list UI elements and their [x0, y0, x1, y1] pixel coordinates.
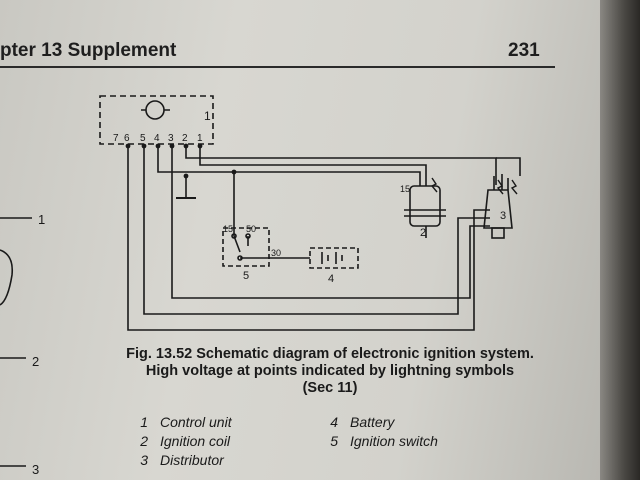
switch-terminal-50: 50 [246, 224, 256, 234]
legend-num: 5 [330, 433, 338, 449]
terminal-dot [197, 143, 203, 149]
wire-t6-distributor [127, 146, 490, 331]
lightning-icon [496, 179, 504, 195]
switch-terminal-15: 15 [223, 224, 233, 234]
terminal-dot [141, 143, 147, 149]
terminal-dot [155, 143, 161, 149]
legend-left: 1 Control unit 2 Ignition coil 3 Distributo… [118, 414, 232, 471]
legend-text: Distributor [160, 452, 224, 468]
terminal-dot [169, 143, 175, 149]
legend-right: 4 Battery 5 Ignition switch [308, 414, 438, 452]
distributor-label: 3 [500, 210, 506, 222]
book-edge [600, 0, 640, 480]
chapter-header: pter 13 Supplement [0, 40, 177, 61]
legend-item: 2 Ignition coil [118, 433, 232, 452]
caption-line-3: (Sec 11) [302, 380, 358, 396]
switch-terminal-30: 30 [271, 248, 281, 258]
left-partial-shape [0, 249, 14, 306]
legend-text: Battery [350, 414, 395, 430]
terminal-label-1: 1 [197, 133, 203, 144]
terminal-label-6: 6 [124, 133, 130, 144]
legend-num: 1 [140, 414, 148, 430]
coil-terminal-label: 15 [400, 184, 410, 194]
legend-text: Ignition coil [160, 433, 231, 449]
ignition-coil-bracket [404, 209, 446, 217]
legend-item: 3 Distributor [118, 452, 232, 471]
control-unit-label: 1 [204, 109, 211, 123]
wire-t3-distributor [171, 184, 490, 299]
lightning-icon [510, 179, 518, 195]
distributor-body [483, 189, 513, 229]
wire-t5-distributor [143, 146, 490, 315]
wire-t1-coil [199, 146, 427, 186]
caption-line-1: Fig. 13.52 Schematic diagram of electron… [126, 346, 534, 362]
ignition-schematic: 1 7 6 5 4 3 2 1 2 15 3 15 50 30 5 4 [0, 0, 600, 480]
terminal-label-5: 5 [140, 133, 146, 144]
wire-t4-coil15 [157, 146, 421, 186]
book-page [0, 0, 600, 480]
left-callout-3: 3 [32, 462, 40, 477]
terminal-dot [183, 143, 189, 149]
left-callout-2: 2 [32, 354, 40, 369]
ignition-switch-box [222, 227, 270, 267]
legend-item: 5 Ignition switch [308, 433, 438, 452]
terminal-dot [125, 143, 131, 149]
legend-text: Ignition switch [350, 433, 438, 449]
junction-dot [183, 173, 189, 179]
ignition-switch-contacts [233, 235, 249, 253]
battery-box [309, 247, 359, 269]
legend-num: 2 [140, 433, 148, 449]
switch-label: 5 [243, 270, 249, 282]
ignition-coil-body [409, 185, 441, 227]
legend-item: 1 Control unit [118, 414, 232, 433]
legend-text: Control unit [160, 414, 232, 430]
switch-contact-50 [245, 233, 251, 239]
lightning-icon [430, 177, 438, 193]
page-number: 231 [508, 40, 540, 61]
switch-contact-15 [231, 233, 237, 239]
legend-num: 3 [140, 452, 148, 468]
wire-t2-distributor [185, 146, 497, 185]
junction-dot [231, 169, 237, 175]
control-unit-symbol [145, 100, 165, 120]
legend-item: 4 Battery [308, 414, 438, 433]
battery-label: 4 [328, 273, 334, 285]
distributor-leads [493, 174, 509, 190]
terminal-label-2: 2 [182, 133, 188, 144]
terminal-label-7: 7 [113, 133, 119, 144]
wire-distributor-top [496, 157, 521, 176]
figure-caption: Fig. 13.52 Schematic diagram of electron… [70, 346, 590, 397]
left-callout-1: 1 [38, 212, 46, 227]
legend-num: 4 [330, 414, 338, 430]
header-rule [0, 66, 555, 68]
distributor-base [491, 227, 505, 239]
terminal-label-3: 3 [168, 133, 174, 144]
battery-cells [321, 252, 343, 264]
terminal-label-4: 4 [154, 133, 160, 144]
coil-label: 2 [420, 227, 426, 239]
caption-line-2: High voltage at points indicated by ligh… [145, 363, 515, 379]
